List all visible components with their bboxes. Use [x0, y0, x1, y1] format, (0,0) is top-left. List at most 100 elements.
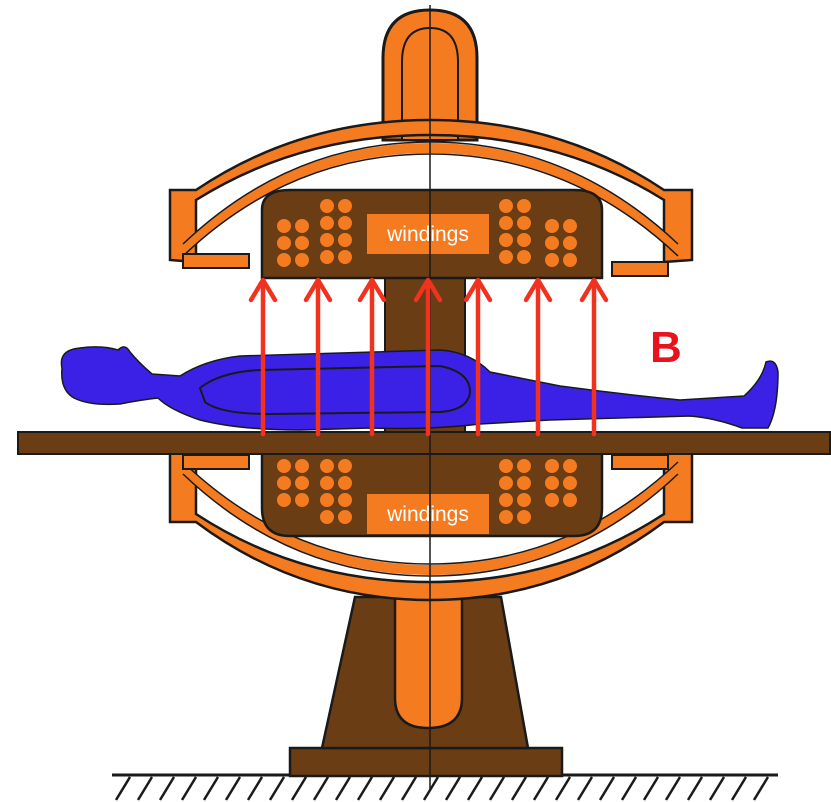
coil-winding [516, 458, 532, 474]
arrow-up-icon [303, 277, 333, 303]
hatch-line [268, 776, 286, 801]
coil-winding [544, 235, 560, 251]
coil-winding [294, 218, 310, 234]
hatch-line [114, 776, 132, 801]
coil-winding [498, 232, 514, 248]
coil-winding [516, 475, 532, 491]
hatch-line [290, 776, 308, 801]
coil-winding [544, 475, 560, 491]
coil-winding [294, 252, 310, 268]
floor [112, 773, 778, 801]
hatch-line [334, 776, 352, 801]
upper-windings-label-box [367, 214, 489, 254]
lower-winding-block: windings [260, 450, 604, 538]
arrow-up-icon [248, 277, 278, 303]
hatch-line [466, 776, 484, 801]
coil-winding [544, 458, 560, 474]
arrow-up-icon [463, 277, 493, 303]
coil-winding [337, 198, 353, 214]
coil-winding [562, 475, 578, 491]
hatch-line [422, 776, 440, 801]
coil-winding [276, 492, 292, 508]
coil-winding [337, 232, 353, 248]
field-label: B [650, 323, 682, 372]
coil-winding [498, 249, 514, 265]
hatch-line [598, 776, 616, 801]
hatch-line [554, 776, 572, 801]
arrow-up-icon [413, 277, 443, 303]
upper-winding-block: windings [260, 188, 604, 280]
coil-winding [319, 215, 335, 231]
coil-winding [276, 252, 292, 268]
coil-winding [337, 249, 353, 265]
coil-winding [319, 232, 335, 248]
floor-hatch-icon [114, 776, 770, 801]
coil-winding [516, 232, 532, 248]
coil-winding [337, 215, 353, 231]
coil-winding [319, 509, 335, 525]
coil-winding [337, 458, 353, 474]
arrow-up-icon [579, 277, 609, 303]
coil-winding [544, 218, 560, 234]
coil-winding [516, 492, 532, 508]
coil-winding [544, 252, 560, 268]
hatch-line [686, 776, 704, 801]
hatch-line [202, 776, 220, 801]
coil-winding [562, 218, 578, 234]
coil-winding [562, 235, 578, 251]
arrow-up-icon [523, 277, 553, 303]
hatch-line [356, 776, 374, 801]
coil-winding [276, 458, 292, 474]
hatch-line [510, 776, 528, 801]
hatch-line [224, 776, 242, 801]
field-arrows [248, 277, 609, 437]
coil-winding [337, 492, 353, 508]
coil-winding [498, 458, 514, 474]
coil-winding [294, 475, 310, 491]
human-figure-icon [60, 346, 779, 431]
upper-windings-label: windings [386, 223, 469, 246]
coil-winding [562, 492, 578, 508]
hatch-line [180, 776, 198, 801]
lower-windings-label-box [367, 494, 489, 534]
hatch-line [378, 776, 396, 801]
coil-winding [498, 198, 514, 214]
lower-left-coil-bundle [276, 458, 353, 525]
hatch-line [312, 776, 330, 801]
coil-winding [498, 509, 514, 525]
coil-winding [498, 475, 514, 491]
coil-winding [319, 458, 335, 474]
coil-winding [562, 458, 578, 474]
coil-winding [337, 509, 353, 525]
coil-winding [516, 198, 532, 214]
arrow-up-icon [357, 277, 387, 303]
coil-winding [319, 198, 335, 214]
coil-winding [516, 249, 532, 265]
coil-winding [319, 249, 335, 265]
hatch-line [158, 776, 176, 801]
coil-winding [498, 492, 514, 508]
hatch-line [532, 776, 550, 801]
coil-winding [516, 215, 532, 231]
hatch-line [444, 776, 462, 801]
coil-winding [294, 458, 310, 474]
upper-left-coil-bundle [276, 198, 353, 268]
coil-winding [498, 215, 514, 231]
coil-winding [319, 492, 335, 508]
hatch-line [576, 776, 594, 801]
upper-right-coil-bundle [498, 198, 578, 268]
hatch-line [400, 776, 418, 801]
patient-table [17, 431, 831, 455]
hatch-line [664, 776, 682, 801]
coil-winding [276, 235, 292, 251]
hatch-line [488, 776, 506, 801]
coil-winding [562, 252, 578, 268]
hatch-line [730, 776, 748, 801]
hatch-line [708, 776, 726, 801]
coil-winding [294, 492, 310, 508]
lower-right-coil-bundle [498, 458, 578, 525]
coil-winding [516, 509, 532, 525]
coil-winding [337, 475, 353, 491]
coil-winding [319, 475, 335, 491]
